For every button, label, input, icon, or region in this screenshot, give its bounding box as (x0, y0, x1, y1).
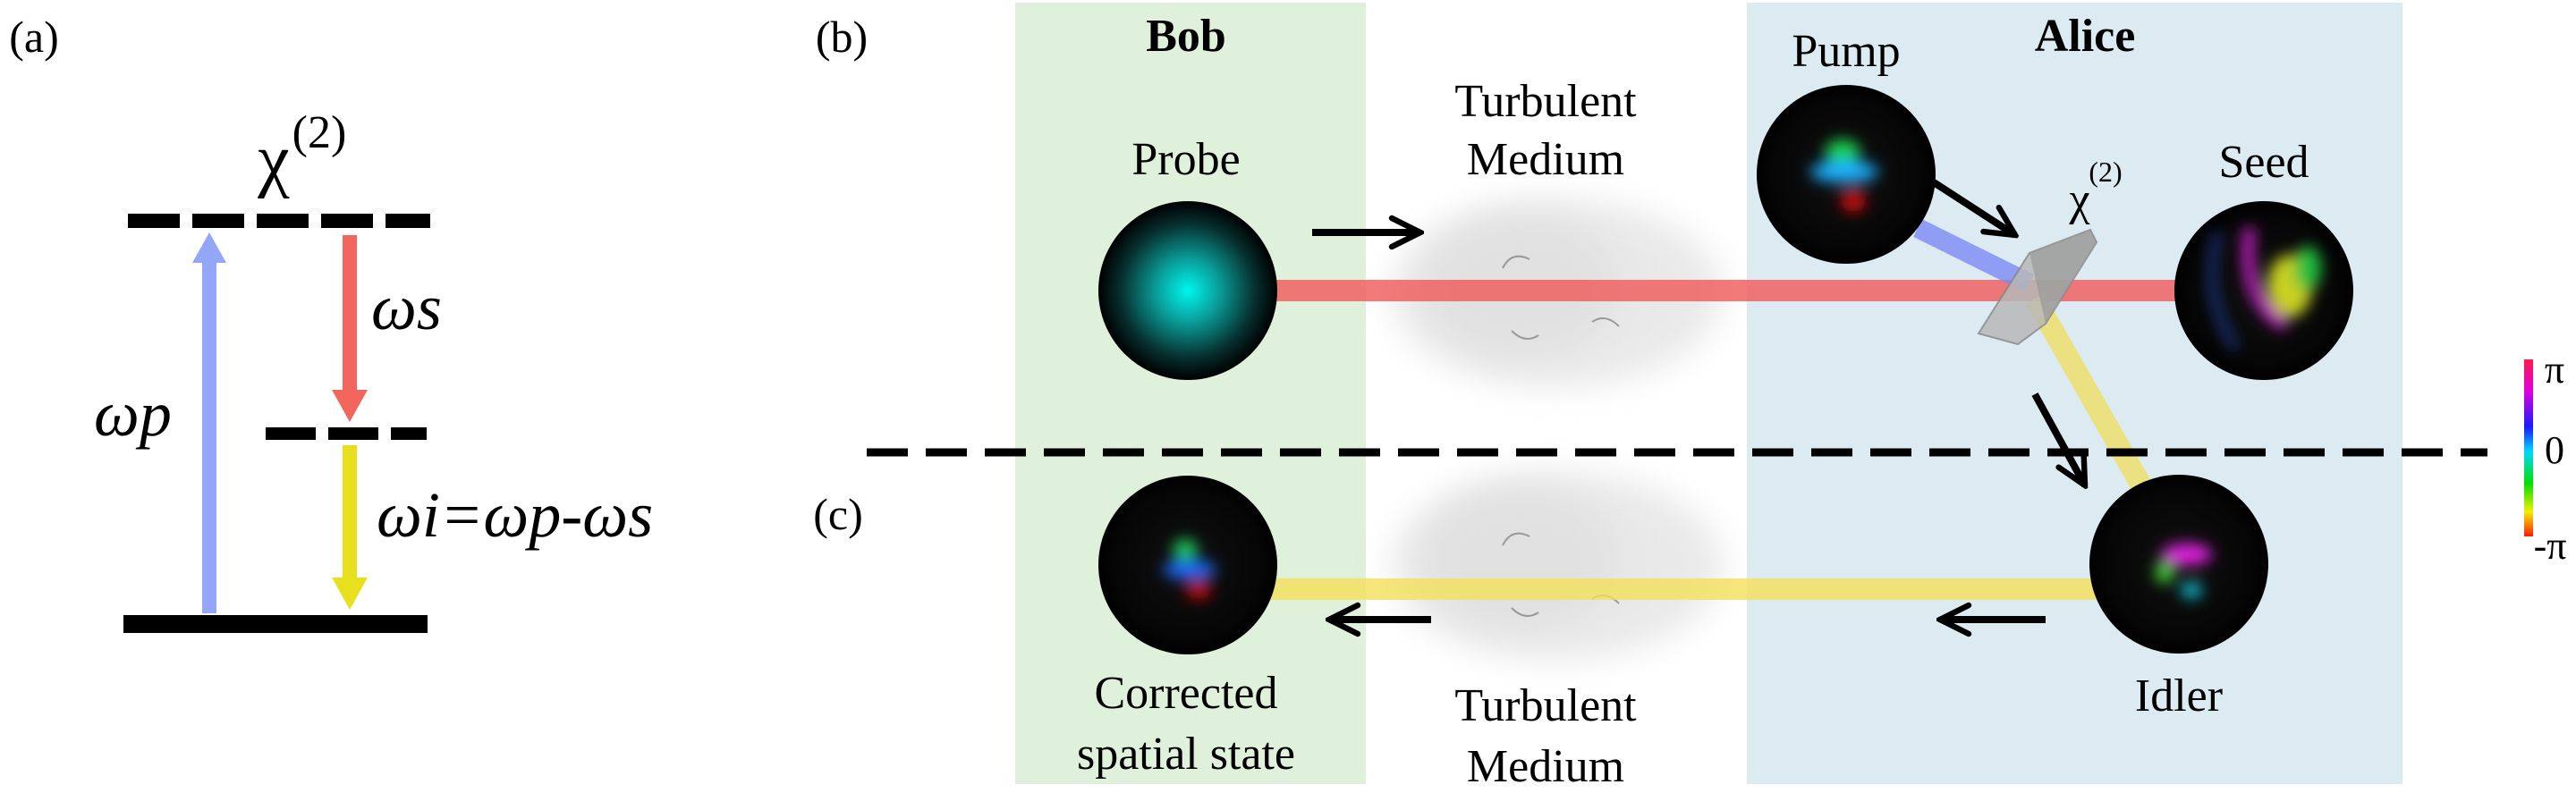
idler-mode-image (2089, 475, 2268, 654)
corrected-mode-image (1098, 476, 1277, 654)
pump-to-crystal-arrow-icon (1931, 179, 2015, 235)
probe-label: Probe (1131, 134, 1240, 185)
probe-mode-image (1098, 201, 1277, 380)
idler-arrow (332, 445, 368, 610)
medium-bottom-line2: Medium (1467, 741, 1624, 792)
crystal-chi: χ (2068, 174, 2089, 225)
seed-label: Seed (2218, 137, 2309, 188)
medium-bottom-line1: Turbulent (1454, 680, 1637, 731)
medium-top-line1: Turbulent (1454, 76, 1637, 127)
colorbar-max: π (2545, 348, 2564, 392)
medium-top-line2: Medium (1467, 134, 1624, 185)
omega-i-equation: ωi=ωp-ωs (377, 479, 653, 551)
corrected-label-line1: Corrected (1094, 668, 1277, 719)
colorbar-min: -π (2534, 524, 2567, 568)
pump-label: Pump (1792, 26, 1900, 77)
chi-symbol: χ (257, 121, 290, 199)
panel-label-a: (a) (9, 12, 59, 62)
signal-arrow (332, 235, 368, 422)
bob-panel (1015, 3, 1366, 784)
corrected-label-line2: spatial state (1077, 729, 1295, 780)
crystal-order: (2) (2089, 156, 2122, 188)
alice-title: Alice (2035, 11, 2136, 62)
pump-mode-image (1757, 85, 1936, 264)
omega-p-label: ωp (94, 378, 172, 450)
panel-label-b: (b) (816, 12, 868, 62)
down-arrow-icon (2031, 392, 2089, 485)
seed-mode-image (2174, 201, 2353, 380)
omega-s-label: ωs (371, 272, 442, 343)
idler-label: Idler (2135, 671, 2223, 721)
colorbar-mid: 0 (2545, 428, 2564, 472)
bob-title: Bob (1146, 11, 1226, 62)
chi-order: (2) (292, 107, 347, 158)
turbulent-medium-bottom (1392, 472, 1723, 660)
pump-beam (1913, 219, 2034, 292)
pump-arrow (192, 232, 226, 613)
ground-level (123, 615, 428, 633)
panel-label-c: (c) (813, 489, 863, 539)
nonlinear-crystal (1977, 228, 2098, 346)
energy-level-diagram: χ (2) ωp ωs ωi=ωp-ωs (94, 107, 653, 633)
phase-colorbar: π 0 -π (2524, 348, 2566, 568)
